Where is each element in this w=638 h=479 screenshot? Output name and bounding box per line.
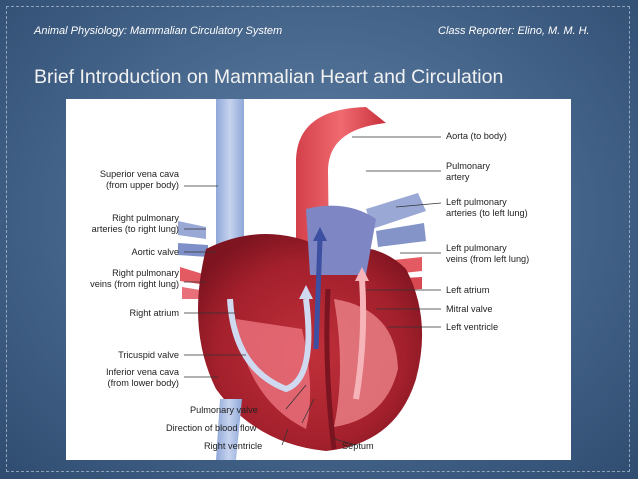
label-aortic-valve: Aortic valve <box>131 247 180 257</box>
label-left-pulmonary-veins-line2: veins (from left lung) <box>446 254 530 264</box>
label-septum: Septum <box>342 441 374 451</box>
label-aorta: Aorta (to body) <box>446 131 507 141</box>
right-ventricle-chamber <box>236 319 311 429</box>
label-right-pulmonary-arteries-line1: Right pulmonary <box>112 213 179 223</box>
label-inferior-vena-cava-line2: (from lower body) <box>107 378 179 388</box>
heart-illustration <box>178 99 442 460</box>
reporter-name: Class Reporter: Elino, M. M. H. <box>438 25 590 37</box>
label-pulmonary-valve: Pulmonary valve <box>190 405 258 415</box>
label-superior-vena-cava-line2: (from upper body) <box>105 180 179 190</box>
course-title: Animal Physiology: Mammalian Circulatory… <box>34 25 283 37</box>
label-tricuspid-valve: Tricuspid valve <box>118 350 179 360</box>
slide-frame <box>6 6 630 472</box>
label-right-pulmonary-arteries-line2: arteries (to right lung) <box>91 224 179 234</box>
leader-lines <box>184 136 442 446</box>
label-right-atrium: Right atrium <box>129 308 179 318</box>
label-direction-of-blood-flow: Direction of blood flow <box>166 423 257 433</box>
label-left-atrium: Left atrium <box>446 285 490 295</box>
label-mitral-valve: Mitral valve <box>446 304 493 314</box>
slide-title: Brief Introduction on Mammalian Heart an… <box>34 66 504 88</box>
label-superior-vena-cava-line1: Superior vena cava <box>99 169 179 179</box>
label-left-pulmonary-veins-line1: Left pulmonary <box>446 243 507 253</box>
pulmonary-trunk <box>306 205 376 275</box>
label-inferior-vena-cava-line1: Inferior vena cava <box>105 367 179 377</box>
flow-arrows <box>227 227 369 400</box>
label-left-ventricle: Left ventricle <box>446 322 499 332</box>
label-pulmonary-artery-line1: Pulmonary <box>446 161 490 171</box>
label-right-pulmonary-veins-line2: veins (from right lung) <box>90 279 179 289</box>
inferior-vena-cava <box>216 399 242 460</box>
label-right-ventricle: Right ventricle <box>204 441 263 451</box>
label-pulmonary-artery-line2: artery <box>446 172 470 182</box>
label-right-pulmonary-veins-line1: Right pulmonary <box>112 268 179 278</box>
label-left-pulmonary-arteries-line2: arteries (to left lung) <box>446 208 528 218</box>
label-left-pulmonary-arteries-line1: Left pulmonary <box>446 197 507 207</box>
left-ventricle-chamber <box>334 299 398 427</box>
septum <box>324 288 337 450</box>
heart-diagram: Aorta (to body) Pulmonary artery Left pu… <box>66 99 571 460</box>
